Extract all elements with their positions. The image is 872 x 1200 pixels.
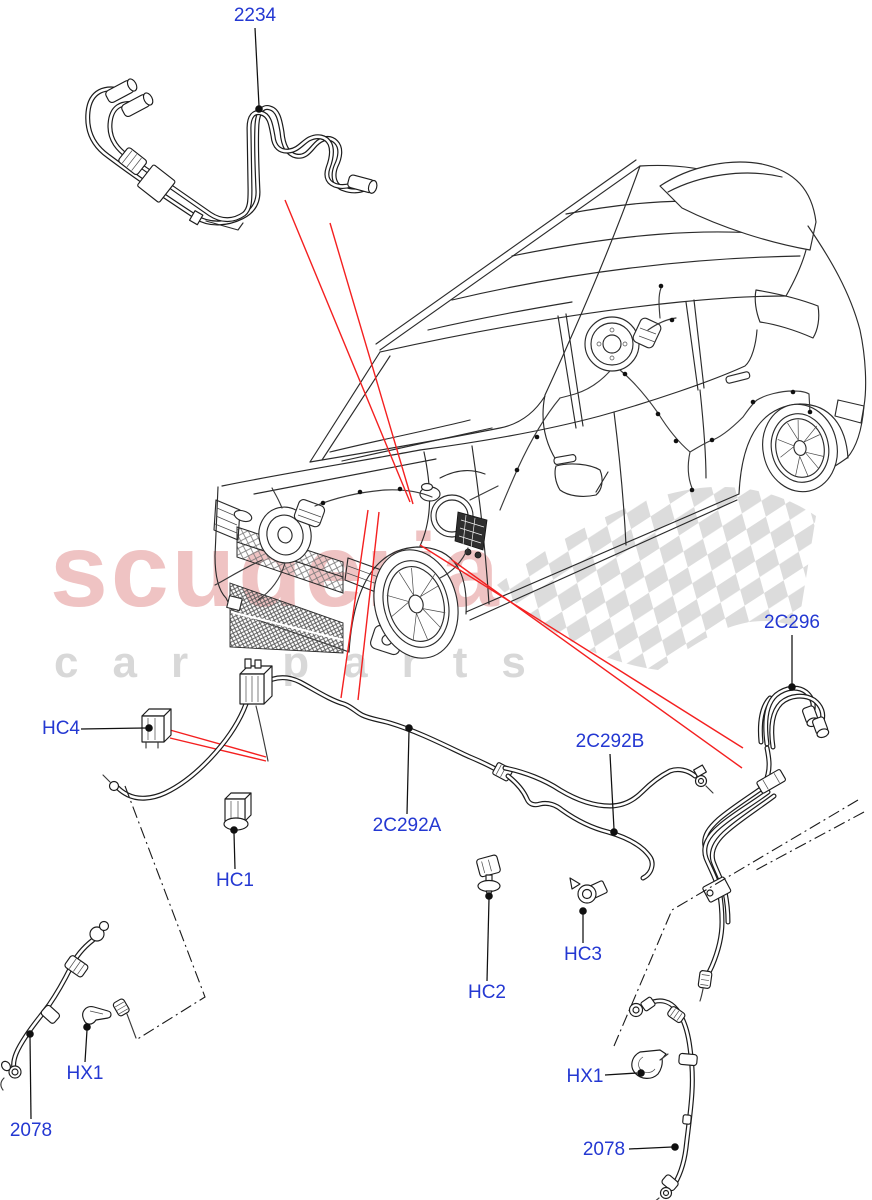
checkered-flag-watermark [497, 486, 816, 670]
part-label-hc2[interactable]: HC2 [467, 982, 507, 1003]
part-label-hc3[interactable]: HC3 [563, 944, 603, 965]
abs-module [454, 511, 488, 559]
part-label-2078-right[interactable]: 2078 [582, 1139, 626, 1160]
brake-hose-2078-left [0, 920, 137, 1091]
rear-brake-pipes-2c296 [697, 685, 830, 1002]
part-label-2c296[interactable]: 2C296 [764, 612, 820, 633]
part-label-hx1-left[interactable]: HX1 [66, 1063, 104, 1084]
pipe-assembly-2234 [85, 78, 378, 231]
clip-hc4 [141, 708, 172, 749]
part-label-2c292a[interactable]: 2C292A [372, 815, 442, 836]
clip-hc2 [476, 854, 501, 898]
vehicle-illustration [213, 159, 867, 659]
part-label-hc4[interactable]: HC4 [41, 718, 81, 739]
rear-brake-pipe-2c292b [502, 764, 714, 881]
clip-hx1-left [82, 1006, 112, 1025]
connection-indicator-lines [124, 785, 865, 1047]
part-label-2234[interactable]: 2234 [233, 5, 277, 26]
clip-hc3 [569, 877, 608, 904]
leader-lines [26, 27, 796, 1151]
red-reference-lines [169, 199, 744, 769]
clip-hx1-right [631, 1049, 669, 1079]
part-label-hx1-right[interactable]: HX1 [566, 1066, 604, 1087]
part-label-hc1[interactable]: HC1 [215, 870, 255, 891]
part-label-2c292b[interactable]: 2C292B [575, 731, 645, 752]
part-label-2078-left[interactable]: 2078 [9, 1120, 53, 1141]
brake-hose-2078-right [628, 996, 698, 1200]
clip-hc1 [223, 792, 252, 831]
